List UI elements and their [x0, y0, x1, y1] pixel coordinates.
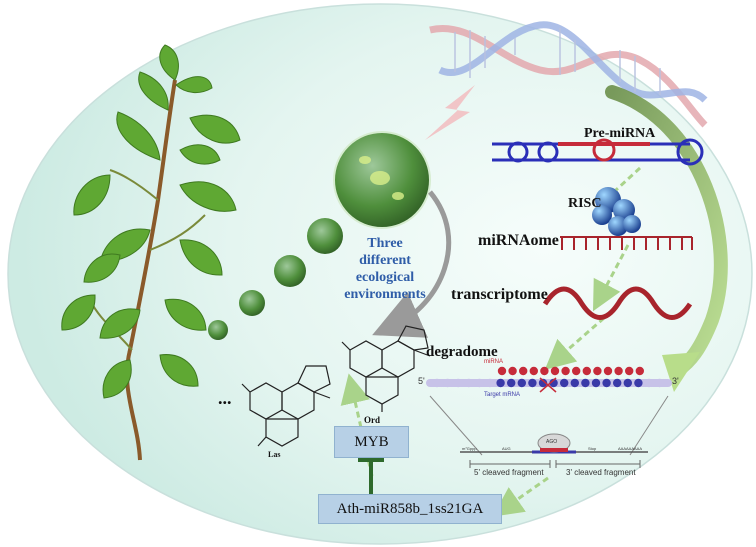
target-strand-label: Target mRNA	[484, 392, 521, 398]
funnel-line	[429, 395, 483, 456]
target-bead	[517, 378, 526, 388]
flow-arrow	[492, 476, 549, 517]
mirna-bead	[625, 366, 634, 376]
target-bead	[507, 378, 516, 388]
dna-helix	[429, 21, 708, 128]
target-bead	[644, 378, 654, 388]
las-label: Las	[268, 450, 281, 459]
cap-label: m⁷Gppp	[462, 446, 477, 451]
pre-mirna-structure	[492, 138, 704, 166]
funnel-line	[629, 395, 669, 456]
main-sample-highlight	[359, 156, 404, 200]
mirna-bead	[614, 366, 623, 376]
target-bead	[454, 378, 463, 388]
sample-circle	[274, 255, 306, 287]
mirna-bead	[635, 366, 644, 376]
target-bead	[581, 378, 590, 388]
environment-caption: Three different ecological environments	[325, 235, 445, 303]
myb-box: MYB	[334, 426, 409, 458]
target-bead	[549, 378, 558, 388]
target-bead	[623, 378, 632, 388]
cleaved-3-label: 3' cleaved fragment	[566, 468, 636, 477]
five-prime-label: 5'	[418, 376, 425, 386]
pre-mirna-label: Pre-miRNA	[584, 126, 656, 141]
environment-line: ecological	[355, 270, 415, 285]
target-bead	[464, 378, 473, 388]
degradome-label: degradome	[426, 344, 498, 360]
target-bead	[496, 378, 505, 388]
risc-label: RISC	[568, 196, 602, 211]
three-prime-label: 3'	[672, 376, 679, 386]
mirna-bead	[550, 366, 560, 376]
polya-label: AAAAAAAAA	[618, 446, 643, 451]
target-bead	[443, 378, 452, 388]
risc-complex-icon	[592, 187, 641, 236]
target-bead	[591, 378, 601, 388]
target-bead	[432, 378, 442, 388]
mirna-bead	[572, 366, 581, 376]
mirna-strand-label: miRNA	[484, 359, 503, 365]
mirnaome-comb-icon	[560, 236, 693, 250]
target-bead	[570, 378, 579, 388]
sample-circle	[208, 320, 228, 340]
target-bead	[655, 378, 664, 388]
ord-structure	[341, 325, 431, 412]
ellipsis-label: ...	[218, 388, 232, 408]
environment-line: environments	[344, 287, 426, 302]
cleaved-5-label: 5' cleaved fragment	[474, 468, 544, 477]
ago-label: AGO	[546, 439, 558, 445]
plant-illustration	[61, 44, 241, 461]
environment-line: Three	[367, 236, 403, 251]
mirna-bead	[508, 366, 517, 376]
target-bead	[485, 378, 495, 388]
target-bead	[613, 378, 622, 388]
transcriptome-wave-icon	[542, 286, 693, 320]
las-structure	[241, 365, 331, 447]
target-bead	[528, 378, 537, 388]
mirna-bead	[582, 366, 591, 376]
mirna-bead	[497, 366, 507, 376]
flow-arrow	[614, 166, 642, 192]
sample-circle	[307, 218, 343, 254]
ago-cleavage	[460, 433, 648, 468]
target-bead	[560, 378, 569, 388]
mirna-bead	[561, 366, 570, 376]
inhibition-bar	[358, 458, 384, 494]
target-bead	[475, 378, 484, 388]
flow-arrow	[544, 316, 605, 370]
target-bead	[602, 378, 611, 388]
mirna-bead	[603, 366, 613, 376]
mirna-bead	[519, 366, 528, 376]
sample-circle	[239, 290, 265, 316]
mirnaome-label: miRNAome	[478, 232, 559, 249]
mirna-box: Ath-miR858b_1ss21GA	[318, 494, 502, 524]
ord-label: Ord	[364, 415, 381, 425]
aug-label: AUG	[502, 446, 511, 451]
grey-arrow	[372, 190, 452, 338]
mirna-bead	[593, 366, 602, 376]
degradome-strand	[426, 366, 672, 393]
target-bead	[538, 378, 548, 388]
environment-line: different	[359, 253, 411, 268]
target-bead	[634, 378, 643, 388]
background-ellipse	[7, 3, 753, 545]
mirna-bead	[540, 366, 549, 376]
transcriptome-label: transcriptome	[451, 286, 548, 303]
lightning-icon	[425, 85, 475, 140]
stop-label: Stop	[588, 446, 597, 451]
mirna-bead	[529, 366, 538, 376]
